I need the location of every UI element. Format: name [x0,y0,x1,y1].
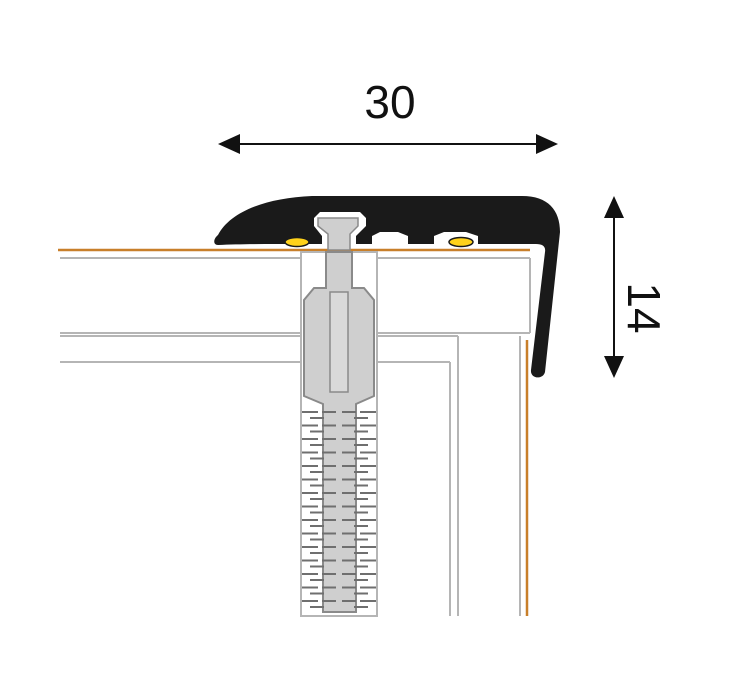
substrate-outlines [60,257,531,616]
width-dimension [218,134,558,154]
nosing-profile [214,196,560,378]
width-arrow-left [218,134,240,154]
anchor-slot [329,291,349,393]
height-arrow-top [604,196,624,218]
anchor-fixing [300,251,378,617]
anti-slip-insert-left [284,236,310,248]
height-arrow-bottom [604,356,624,378]
tread-edge-lines [58,248,530,616]
nosing-profile-body [214,196,560,378]
anchor-t-head [317,217,359,251]
width-arrow-right [536,134,558,154]
height-dimension [604,196,624,378]
anchor-body [303,251,375,613]
anchor-ribs [302,411,376,608]
height-dimension-label: 14 [618,282,670,333]
width-dimension-label: 30 [364,76,415,128]
anti-slip-insert-right [448,236,474,248]
